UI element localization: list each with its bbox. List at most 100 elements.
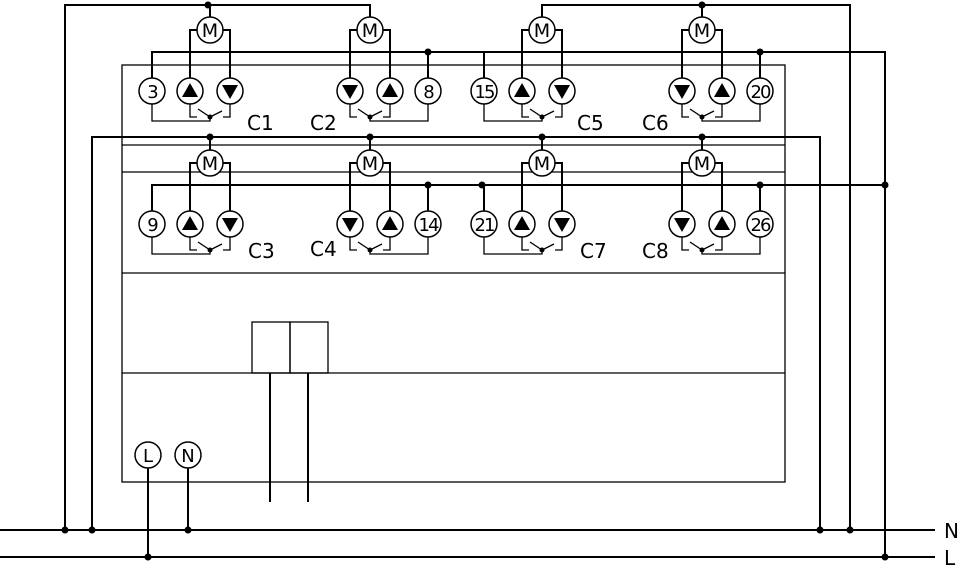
arrow-up-icon [382,216,398,230]
switch-contact [383,104,391,118]
junction-dot [756,48,764,56]
junction-dot [184,526,192,534]
channel-label: C2 [310,111,337,135]
junction-dot [699,247,705,253]
neutral-bus-label: N [944,519,959,543]
switch-contact [715,104,723,118]
motor [528,16,556,44]
arrow-down-icon [554,218,570,232]
arrow-down-icon [342,218,358,232]
terminal-common [470,210,498,238]
motor-label: M [202,153,218,175]
junction-dots [61,1,889,561]
junction-dot [206,133,214,141]
switch-contact [223,237,231,251]
junction-dot [367,247,373,253]
terminal-number: 14 [419,215,439,236]
junction-dot [144,553,152,561]
switch-contact [521,237,529,251]
channel-label: C1 [247,111,274,135]
terminal-number: 9 [147,215,158,236]
junction-dot [699,114,705,120]
switch-contact [189,237,197,251]
terminal-common [470,77,498,105]
junction-dot [698,133,706,141]
switch-contact [349,237,357,251]
junction-dot [881,181,889,189]
arrow-down-icon [674,218,690,232]
arrow-up-icon [514,83,530,97]
junction-dot [61,526,69,534]
junction-dot [539,114,545,120]
junction-dot [538,133,546,141]
junction-dot [207,247,213,253]
terminal-common [746,210,774,238]
switch-contact [715,237,723,251]
terminal-number: 8 [423,82,434,103]
switch-contact [521,104,529,118]
neutral-wire [91,136,821,530]
arrow-up-icon [514,216,530,230]
neutral-wire [64,4,371,530]
junction-dot [816,526,824,534]
switch-contact [555,237,563,251]
junction-dot [207,114,213,120]
terminal-common [414,210,442,238]
terminal-live-label: L [143,446,153,467]
terminal-number: 26 [751,215,771,236]
channel-label: C3 [248,239,275,263]
motor-label: M [694,20,710,42]
arrow-down-icon [554,85,570,99]
motor-label: M [362,20,378,42]
arrow-up-icon [182,216,198,230]
arrow-up-icon [714,216,730,230]
arrow-up-icon [182,83,198,97]
channel-label: C4 [310,237,337,261]
switch-contact [555,104,563,118]
junction-dot [366,133,374,141]
motor-label: M [202,20,218,42]
switch-contact [189,104,197,118]
common-wire [151,104,211,122]
switch-contact [681,104,689,118]
junction-dot [846,526,854,534]
channel-c1: M 3C1 [138,5,274,135]
switch-contact [383,237,391,251]
switch-contact [681,237,689,251]
channel-c3: M 9C3 [138,137,275,263]
terminal-number: 20 [751,82,771,103]
channel-label: C5 [577,111,604,135]
terminal-neutral-label: N [181,446,194,467]
static-wiring: N L L N [0,4,959,570]
junction-dot [478,181,486,189]
bus-connector-block [251,321,291,374]
junction-dot [756,181,764,189]
bus-connector-block [289,321,329,374]
channel-label: C8 [642,239,669,263]
terminal-number: 21 [475,215,494,236]
arrow-up-icon [714,83,730,97]
switch-contact [349,104,357,118]
terminal-common [746,77,774,105]
arrow-up-icon [382,83,398,97]
terminal-number: 3 [147,82,158,103]
arrow-down-icon [342,85,358,99]
junction-dot [698,1,706,9]
common-wire [151,237,211,255]
channel-label: C6 [642,111,669,135]
junction-dot [204,1,212,9]
junction-dot [88,526,96,534]
junction-dot [539,247,545,253]
terminal-common [138,77,166,105]
channel-label: C7 [580,239,607,263]
arrow-down-icon [222,85,238,99]
junction-dot [424,48,432,56]
switch-contact [223,104,231,118]
common-wire [483,237,543,255]
